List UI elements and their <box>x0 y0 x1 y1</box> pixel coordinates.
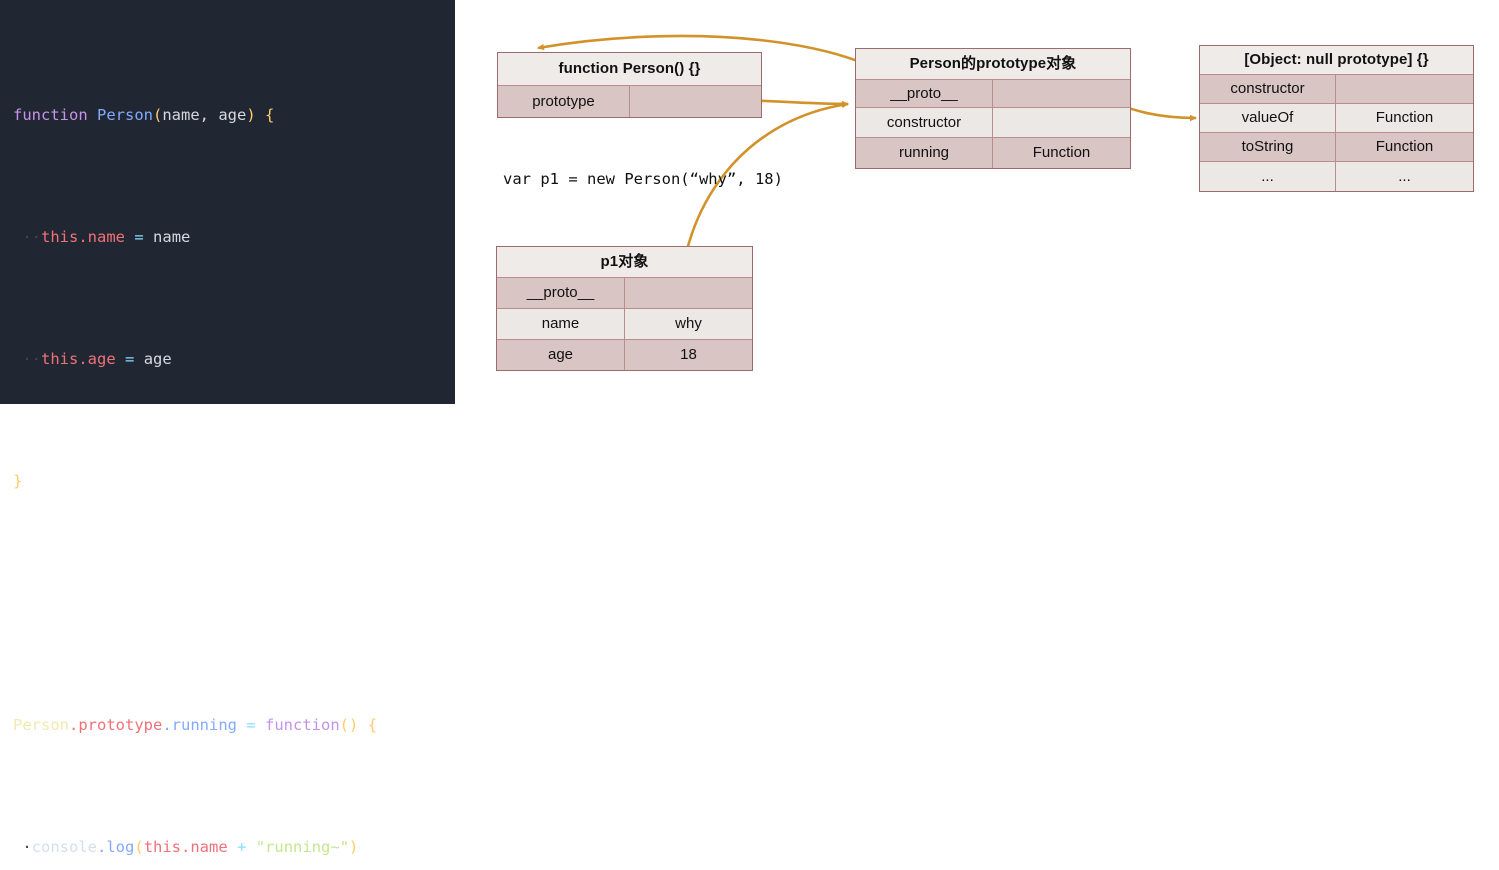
row-value: ... <box>1336 162 1473 191</box>
row-value <box>993 108 1130 137</box>
row-value: why <box>625 309 752 339</box>
code-line: } <box>13 471 23 490</box>
row-key: constructor <box>1200 75 1336 103</box>
code-line <box>13 588 455 619</box>
table-row: valueOf Function <box>1200 103 1473 132</box>
code-line: Person.prototype.running = function() { <box>13 715 378 734</box>
row-key: __proto__ <box>497 278 625 308</box>
row-value <box>1336 75 1473 103</box>
row-key: constructor <box>856 108 993 137</box>
table-row: ... ... <box>1200 161 1473 191</box>
table-function-person: function Person() {} prototype <box>497 52 762 118</box>
table-row: constructor <box>1200 74 1473 103</box>
table-row: age 18 <box>497 339 752 370</box>
table-row: name why <box>497 308 752 339</box>
table-header-row: Person的prototype对象 <box>856 49 1130 79</box>
row-value <box>625 278 752 308</box>
row-value <box>630 86 761 117</box>
row-value: Function <box>993 138 1130 168</box>
table-title: p1对象 <box>497 247 752 277</box>
code-editor-panel: function Person(name, age) { ··this.name… <box>0 0 455 856</box>
table-title: Person的prototype对象 <box>856 49 1130 79</box>
row-value: Function <box>1336 133 1473 161</box>
row-key: running <box>856 138 993 168</box>
row-key: age <box>497 340 625 370</box>
table-header-row: p1对象 <box>497 247 752 277</box>
row-value: 18 <box>625 340 752 370</box>
row-key: __proto__ <box>856 80 993 107</box>
row-key: valueOf <box>1200 104 1336 132</box>
row-key: prototype <box>498 86 630 117</box>
table-person-prototype: Person的prototype对象 __proto__ constructor… <box>855 48 1131 169</box>
table-row: constructor <box>856 107 1130 137</box>
table-row: prototype <box>498 85 761 117</box>
row-key: name <box>497 309 625 339</box>
table-title: [Object: null prototype] {} <box>1200 46 1473 74</box>
instantiation-note: var p1 = new Person(“why”, 18) <box>503 170 783 188</box>
prototype-chain-diagram: function Person() {} prototype Person的pr… <box>496 34 1474 371</box>
row-value <box>993 80 1130 107</box>
table-object-null-prototype: [Object: null prototype] {} constructor … <box>1199 45 1474 192</box>
code-line: ··this.age = age <box>22 349 172 368</box>
table-row: __proto__ <box>856 79 1130 107</box>
table-title: function Person() {} <box>498 53 761 85</box>
code-line: function Person(name, age) { <box>13 105 275 124</box>
row-value: Function <box>1336 104 1473 132</box>
row-key: ... <box>1200 162 1336 191</box>
table-header-row: function Person() {} <box>498 53 761 85</box>
table-row: running Function <box>856 137 1130 168</box>
code-line: ·console.log(this.name + "running~") <box>22 837 359 856</box>
row-key: toString <box>1200 133 1336 161</box>
code-line: ··this.name = name <box>22 227 191 246</box>
table-p1-object: p1对象 __proto__ name why age 18 <box>496 246 753 371</box>
table-row: __proto__ <box>497 277 752 308</box>
table-row: toString Function <box>1200 132 1473 161</box>
table-header-row: [Object: null prototype] {} <box>1200 46 1473 74</box>
